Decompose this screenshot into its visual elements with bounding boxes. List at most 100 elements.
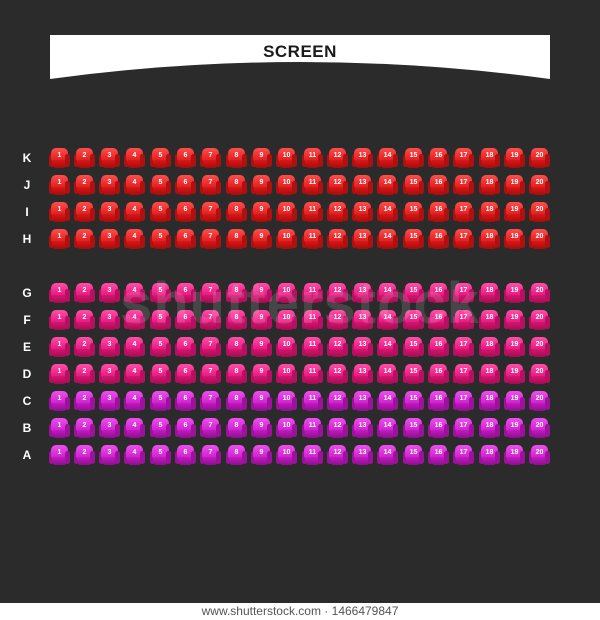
seat-f-3[interactable]: 3 <box>99 310 120 331</box>
seat-f-14[interactable]: 14 <box>377 310 398 331</box>
seat-h-11[interactable]: 11 <box>302 229 323 250</box>
seat-d-12[interactable]: 12 <box>327 364 348 385</box>
seat-i-3[interactable]: 3 <box>99 202 120 223</box>
seat-d-5[interactable]: 5 <box>150 364 171 385</box>
seat-e-18[interactable]: 18 <box>479 337 500 358</box>
seat-i-9[interactable]: 9 <box>251 202 272 223</box>
seat-f-15[interactable]: 15 <box>403 310 424 331</box>
seat-h-6[interactable]: 6 <box>175 229 196 250</box>
seat-a-15[interactable]: 15 <box>403 445 424 466</box>
seat-b-3[interactable]: 3 <box>99 418 120 439</box>
seat-a-17[interactable]: 17 <box>453 445 474 466</box>
seat-f-16[interactable]: 16 <box>428 310 449 331</box>
seat-f-11[interactable]: 11 <box>302 310 323 331</box>
seat-i-19[interactable]: 19 <box>504 202 525 223</box>
seat-j-20[interactable]: 20 <box>529 175 550 196</box>
seat-e-4[interactable]: 4 <box>124 337 145 358</box>
seat-g-8[interactable]: 8 <box>226 283 247 304</box>
seat-i-6[interactable]: 6 <box>175 202 196 223</box>
seat-b-5[interactable]: 5 <box>150 418 171 439</box>
seat-d-2[interactable]: 2 <box>74 364 95 385</box>
seat-a-12[interactable]: 12 <box>327 445 348 466</box>
seat-a-8[interactable]: 8 <box>226 445 247 466</box>
seat-h-10[interactable]: 10 <box>276 229 297 250</box>
seat-b-19[interactable]: 19 <box>504 418 525 439</box>
seat-e-7[interactable]: 7 <box>200 337 221 358</box>
seat-j-15[interactable]: 15 <box>403 175 424 196</box>
seat-k-13[interactable]: 13 <box>352 148 373 169</box>
seat-c-6[interactable]: 6 <box>175 391 196 412</box>
seat-i-20[interactable]: 20 <box>529 202 550 223</box>
seat-b-6[interactable]: 6 <box>175 418 196 439</box>
seat-g-10[interactable]: 10 <box>276 283 297 304</box>
seat-f-20[interactable]: 20 <box>529 310 550 331</box>
seat-e-12[interactable]: 12 <box>327 337 348 358</box>
seat-c-1[interactable]: 1 <box>49 391 70 412</box>
seat-b-18[interactable]: 18 <box>479 418 500 439</box>
seat-h-20[interactable]: 20 <box>529 229 550 250</box>
seat-k-5[interactable]: 5 <box>150 148 171 169</box>
seat-j-3[interactable]: 3 <box>99 175 120 196</box>
seat-j-10[interactable]: 10 <box>276 175 297 196</box>
seat-c-7[interactable]: 7 <box>200 391 221 412</box>
seat-h-15[interactable]: 15 <box>403 229 424 250</box>
seat-g-20[interactable]: 20 <box>529 283 550 304</box>
seat-e-17[interactable]: 17 <box>453 337 474 358</box>
seat-i-12[interactable]: 12 <box>327 202 348 223</box>
seat-a-5[interactable]: 5 <box>150 445 171 466</box>
seat-g-18[interactable]: 18 <box>479 283 500 304</box>
seat-k-15[interactable]: 15 <box>403 148 424 169</box>
seat-b-14[interactable]: 14 <box>377 418 398 439</box>
seat-k-8[interactable]: 8 <box>226 148 247 169</box>
seat-j-14[interactable]: 14 <box>377 175 398 196</box>
seat-k-19[interactable]: 19 <box>504 148 525 169</box>
seat-e-11[interactable]: 11 <box>302 337 323 358</box>
seat-b-10[interactable]: 10 <box>276 418 297 439</box>
seat-a-11[interactable]: 11 <box>302 445 323 466</box>
seat-b-4[interactable]: 4 <box>124 418 145 439</box>
seat-k-10[interactable]: 10 <box>276 148 297 169</box>
seat-e-1[interactable]: 1 <box>49 337 70 358</box>
seat-e-16[interactable]: 16 <box>428 337 449 358</box>
seat-c-20[interactable]: 20 <box>529 391 550 412</box>
seat-i-13[interactable]: 13 <box>352 202 373 223</box>
seat-h-18[interactable]: 18 <box>479 229 500 250</box>
seat-h-5[interactable]: 5 <box>150 229 171 250</box>
seat-j-5[interactable]: 5 <box>150 175 171 196</box>
seat-e-3[interactable]: 3 <box>99 337 120 358</box>
seat-k-18[interactable]: 18 <box>479 148 500 169</box>
seat-a-2[interactable]: 2 <box>74 445 95 466</box>
seat-e-10[interactable]: 10 <box>276 337 297 358</box>
seat-b-16[interactable]: 16 <box>428 418 449 439</box>
seat-c-13[interactable]: 13 <box>352 391 373 412</box>
seat-f-17[interactable]: 17 <box>453 310 474 331</box>
seat-j-2[interactable]: 2 <box>74 175 95 196</box>
seat-d-15[interactable]: 15 <box>403 364 424 385</box>
seat-e-15[interactable]: 15 <box>403 337 424 358</box>
seat-k-3[interactable]: 3 <box>99 148 120 169</box>
seat-f-2[interactable]: 2 <box>74 310 95 331</box>
seat-c-14[interactable]: 14 <box>377 391 398 412</box>
seat-d-16[interactable]: 16 <box>428 364 449 385</box>
seat-b-13[interactable]: 13 <box>352 418 373 439</box>
seat-d-10[interactable]: 10 <box>276 364 297 385</box>
seat-d-19[interactable]: 19 <box>504 364 525 385</box>
seat-b-20[interactable]: 20 <box>529 418 550 439</box>
seat-f-1[interactable]: 1 <box>49 310 70 331</box>
seat-f-19[interactable]: 19 <box>504 310 525 331</box>
seat-k-14[interactable]: 14 <box>377 148 398 169</box>
seat-f-5[interactable]: 5 <box>150 310 171 331</box>
seat-c-10[interactable]: 10 <box>276 391 297 412</box>
seat-h-13[interactable]: 13 <box>352 229 373 250</box>
seat-e-14[interactable]: 14 <box>377 337 398 358</box>
seat-i-8[interactable]: 8 <box>226 202 247 223</box>
seat-j-18[interactable]: 18 <box>479 175 500 196</box>
seat-b-9[interactable]: 9 <box>251 418 272 439</box>
seat-e-13[interactable]: 13 <box>352 337 373 358</box>
seat-c-8[interactable]: 8 <box>226 391 247 412</box>
seat-i-1[interactable]: 1 <box>49 202 70 223</box>
seat-a-3[interactable]: 3 <box>99 445 120 466</box>
seat-e-6[interactable]: 6 <box>175 337 196 358</box>
seat-e-19[interactable]: 19 <box>504 337 525 358</box>
seat-j-4[interactable]: 4 <box>124 175 145 196</box>
